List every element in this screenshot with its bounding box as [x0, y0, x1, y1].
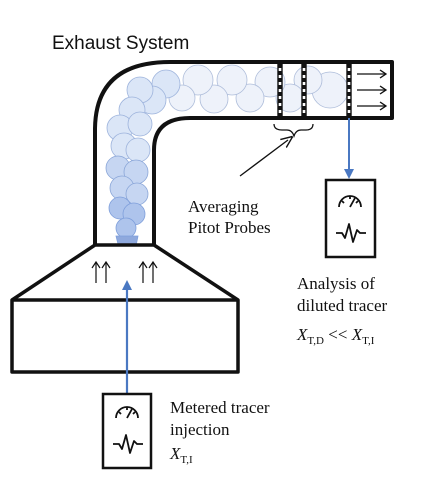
- flow-arrow-icon: [357, 69, 388, 111]
- waveform-icon: [113, 434, 143, 454]
- injection-label-line2: injection: [170, 420, 230, 439]
- pitot-probes: [277, 63, 352, 117]
- probe-label-line2: Pitot Probes: [188, 218, 271, 237]
- injection-instrument: [101, 392, 153, 470]
- gauge-icon: [338, 195, 362, 208]
- probe-pointer-arrow: [239, 140, 288, 177]
- analysis-formula: XT,D << XT,I: [296, 325, 375, 347]
- injection-formula: XT,I: [169, 444, 193, 466]
- analyzer-instrument: [324, 178, 377, 259]
- probe-brace: [273, 123, 314, 139]
- tracer-plume: [105, 64, 349, 284]
- analysis-label-line2: diluted tracer: [297, 296, 387, 315]
- injection-label-line1: Metered tracer: [170, 398, 270, 417]
- updraft-arrows-icon: [91, 260, 158, 283]
- fume-hood: [10, 243, 240, 374]
- analysis-label-line1: Analysis of: [297, 274, 375, 293]
- diagram-title: Exhaust System: [52, 33, 189, 54]
- gauge-icon: [115, 406, 139, 419]
- exhaust-duct: [93, 60, 394, 245]
- waveform-icon: [336, 223, 366, 243]
- probe-label-line1: Averaging: [188, 197, 259, 216]
